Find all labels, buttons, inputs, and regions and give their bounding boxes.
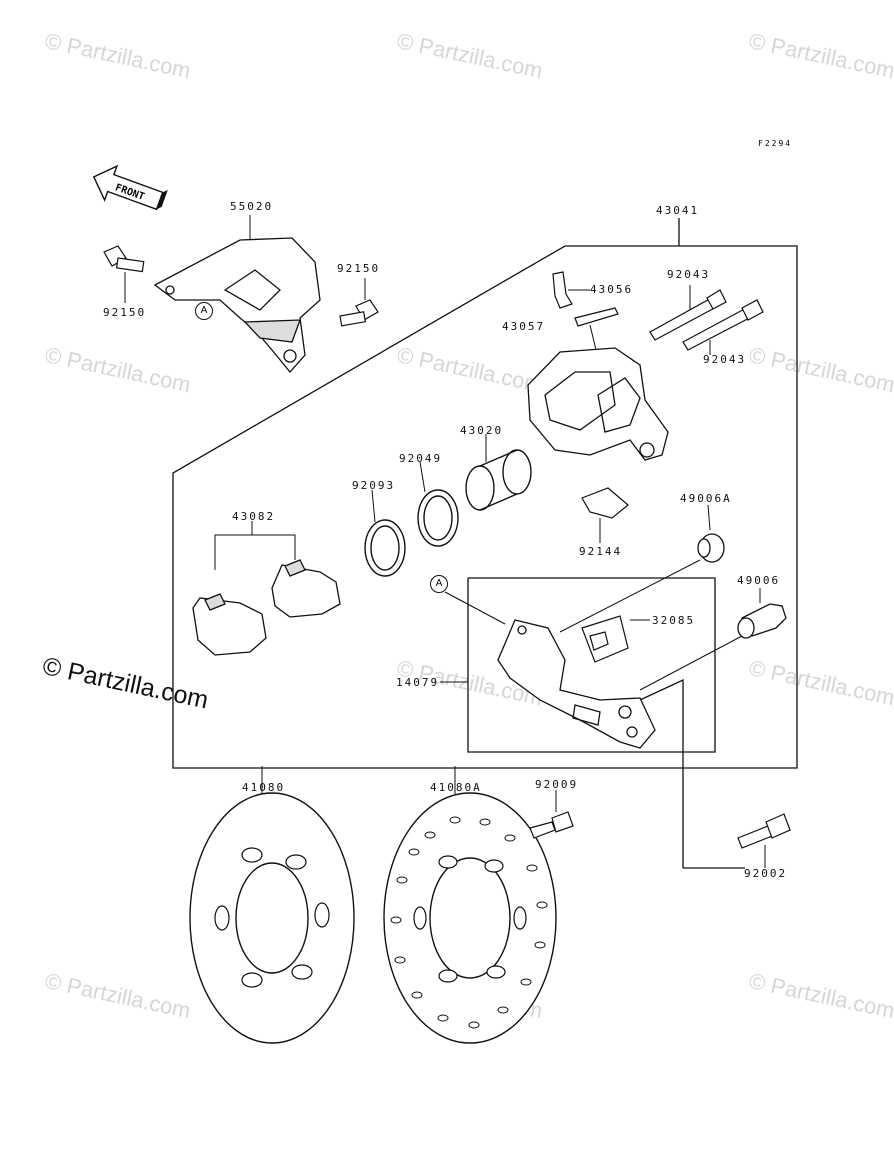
part-label-92144: 92144 [579, 545, 623, 558]
part-label-14079: 14079 [396, 676, 440, 689]
part-label-92049: 92049 [399, 452, 443, 465]
pad-spring-92144 [581, 487, 629, 519]
pin-92043-b [682, 299, 764, 351]
screw-92009 [529, 811, 574, 839]
boot-49006 [737, 603, 787, 639]
part-label-41080A: 41080A [430, 781, 482, 794]
caliper-bracket-14079 [497, 619, 656, 749]
bleeder-valve-43056 [552, 271, 573, 309]
part-label-43056: 43056 [590, 283, 634, 296]
seal-92093 [364, 519, 406, 577]
bolt-92002 [737, 813, 791, 849]
brake-pads-43082 [192, 559, 341, 656]
callout-a-bracket: A [430, 575, 448, 593]
brake-disc-41080 [189, 792, 355, 1044]
front-arrow-icon: FRONT [92, 164, 168, 211]
part-label-92009: 92009 [535, 778, 579, 791]
pin-92043-a [649, 289, 727, 341]
seal-92049 [417, 489, 459, 547]
piston-43020 [465, 449, 532, 511]
assembly-box-outline [172, 245, 798, 769]
part-label-43057: 43057 [502, 320, 546, 333]
callout-a-holder: A [195, 302, 213, 320]
part-label-92150-left: 92150 [103, 306, 147, 319]
part-label-49006A: 49006A [680, 492, 732, 505]
part-label-49006: 49006 [737, 574, 781, 587]
bolt-92150-left [103, 245, 145, 273]
part-label-92043-top: 92043 [667, 268, 711, 281]
part-label-41080: 41080 [242, 781, 286, 794]
part-label-92150-right: 92150 [337, 262, 381, 275]
part-label-43041: 43041 [656, 204, 700, 217]
bolt-92150-right [339, 299, 379, 327]
brake-disc-41080A [383, 792, 557, 1044]
pad-guide-32085 [581, 615, 629, 663]
caliper-holder-55020 [153, 237, 321, 374]
part-label-43020: 43020 [460, 424, 504, 437]
part-label-55020: 55020 [230, 200, 274, 213]
caliper-body-43041 [527, 347, 669, 461]
part-label-32085: 32085 [652, 614, 696, 627]
part-label-92043-bottom: 92043 [703, 353, 747, 366]
boot-49006A [697, 533, 725, 563]
figure-code: F2294 [758, 139, 793, 148]
plate-43057 [574, 307, 619, 327]
part-label-92002: 92002 [744, 867, 788, 880]
part-label-43082: 43082 [232, 510, 276, 523]
bracket-box-outline [467, 577, 716, 753]
part-label-92093: 92093 [352, 479, 396, 492]
